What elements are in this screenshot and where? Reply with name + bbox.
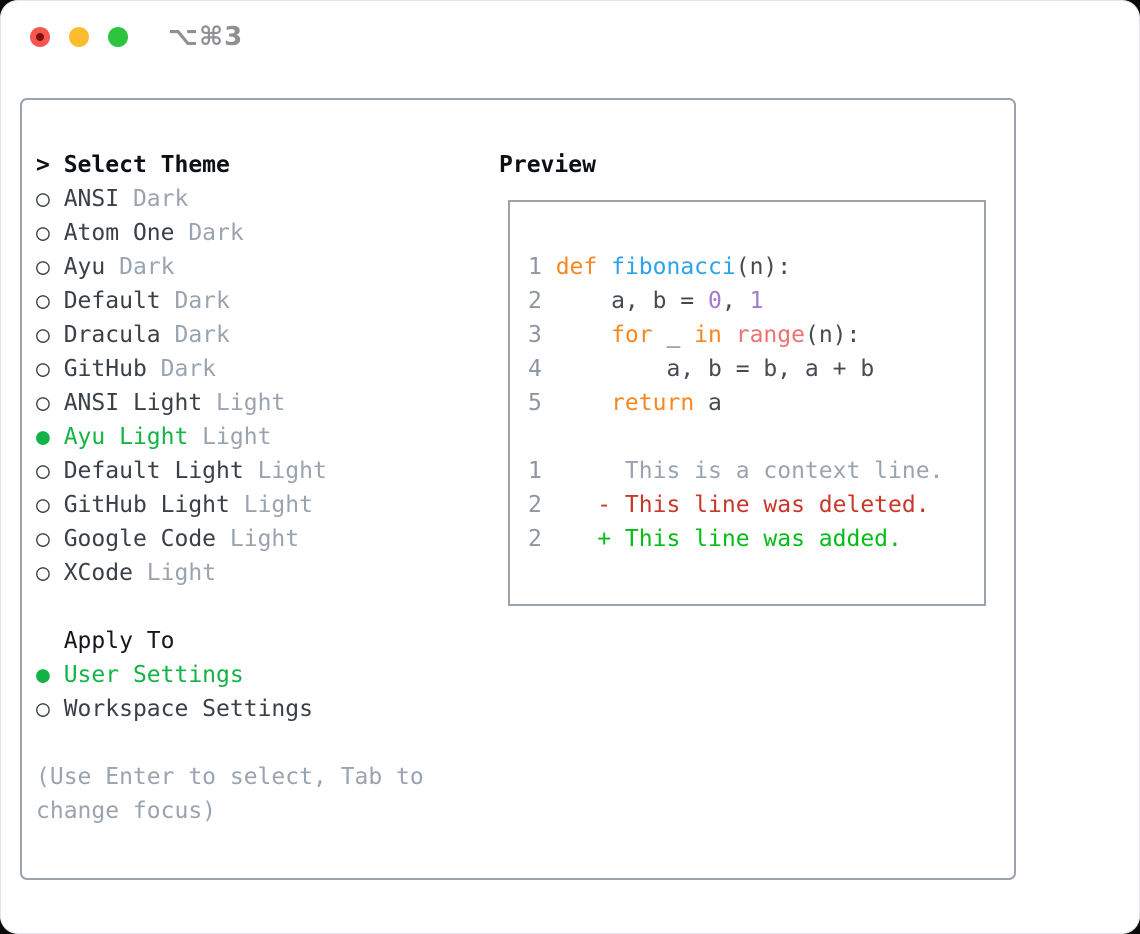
theme-name: Default Light (63, 458, 244, 484)
radio-icon: ○ (36, 696, 64, 722)
diff-line-added: 2 + This line was added. (528, 522, 984, 556)
theme-variant: Dark (160, 288, 230, 314)
hint-line: change focus) (36, 798, 217, 824)
theme-variant: Light (216, 526, 300, 552)
theme-name: GitHub Light (63, 492, 230, 518)
preview-header: Preview (499, 152, 596, 178)
line-number: 3 (528, 322, 542, 348)
apply-option-user-settings[interactable]: ● User Settings (36, 658, 424, 692)
theme-option-google-code[interactable]: ○ Google Code Light (36, 522, 424, 556)
theme-variant: Dark (105, 254, 175, 280)
theme-option-ansi-light[interactable]: ○ ANSI Light Light (36, 386, 424, 420)
theme-variant: Light (202, 390, 286, 416)
theme-option-ayu[interactable]: ○ Ayu Dark (36, 250, 424, 284)
blank-line (528, 420, 984, 454)
theme-name: Atom One (63, 220, 175, 246)
theme-option-default-light[interactable]: ○ Default Light Light (36, 454, 424, 488)
apply-to-options: ● User Settings○ Workspace Settings (36, 658, 424, 726)
theme-name: ANSI (63, 186, 120, 212)
cursor-arrow-icon: > (36, 152, 64, 178)
theme-name: Google Code (63, 526, 217, 552)
code-line: 5 return a (528, 386, 984, 420)
diff-preview: 1 This is a context line.2 - This line w… (528, 454, 984, 556)
code-line: 3 for _ in range(n): (528, 318, 984, 352)
line-number: 2 (528, 492, 542, 518)
line-number: 5 (528, 390, 542, 416)
theme-option-atom-one[interactable]: ○ Atom One Dark (36, 216, 424, 250)
theme-option-dracula[interactable]: ○ Dracula Dark (36, 318, 424, 352)
radio-selected-icon: ● (36, 662, 64, 688)
apply-option-label: User Settings (63, 662, 244, 688)
line-number: 4 (528, 356, 542, 382)
theme-variant: Light (188, 424, 272, 450)
theme-variant: Dark (160, 322, 230, 348)
theme-picker-column: > Select Theme ○ ANSI Dark○ Atom One Dar… (36, 148, 424, 828)
theme-variant: Dark (146, 356, 217, 382)
theme-picker-panel: > Select Theme ○ ANSI Dark○ Atom One Dar… (20, 98, 1016, 880)
code-line: 4 a, b = b, a + b (528, 352, 984, 386)
radio-icon: ○ (36, 288, 64, 314)
theme-option-github-light[interactable]: ○ GitHub Light Light (36, 488, 424, 522)
close-button-icon[interactable] (30, 27, 50, 47)
theme-variant: Light (243, 458, 327, 484)
close-dot-icon (36, 33, 44, 41)
theme-option-github[interactable]: ○ GitHub Dark (36, 352, 424, 386)
theme-option-ayu-light[interactable]: ● Ayu Light Light (36, 420, 424, 454)
window-title: ⌥⌘3 (168, 22, 244, 52)
zoom-button-icon[interactable] (108, 27, 128, 47)
radio-icon: ○ (36, 356, 64, 382)
theme-name: Dracula (63, 322, 161, 348)
diff-line-removed: 2 - This line was deleted. (528, 488, 984, 522)
select-theme-header: > Select Theme (36, 152, 230, 178)
apply-option-label: Workspace Settings (63, 696, 313, 722)
hint-line: (Use Enter to select, Tab to (36, 764, 424, 790)
apply-to-section: Apply To ● User Settings○ Workspace Sett… (36, 624, 424, 726)
line-number: 2 (528, 288, 542, 314)
theme-name: GitHub (63, 356, 147, 382)
theme-option-default[interactable]: ○ Default Dark (36, 284, 424, 318)
radio-icon: ○ (36, 458, 64, 484)
radio-icon: ○ (36, 254, 64, 280)
apply-to-header: Apply To (63, 628, 175, 654)
apply-option-workspace-settings[interactable]: ○ Workspace Settings (36, 692, 424, 726)
theme-option-xcode[interactable]: ○ XCode Light (36, 556, 424, 590)
theme-name: Ayu (63, 254, 106, 280)
minimize-button-icon[interactable] (69, 27, 89, 47)
line-number: 1 (528, 254, 542, 280)
diff-line-context: 1 This is a context line. (528, 454, 984, 488)
hint-text: (Use Enter to select, Tab to change focus… (36, 760, 424, 828)
theme-list: ○ ANSI Dark○ Atom One Dark○ Ayu Dark○ De… (36, 182, 424, 590)
theme-name: Default (63, 288, 161, 314)
theme-name: XCode (63, 560, 133, 586)
theme-variant: Dark (174, 220, 244, 246)
theme-variant: Light (132, 560, 217, 586)
radio-icon: ○ (36, 492, 64, 518)
radio-selected-icon: ● (36, 424, 64, 450)
radio-icon: ○ (36, 322, 64, 348)
theme-variant: Dark (119, 186, 189, 212)
title-bar: ⌥⌘3 (0, 0, 1140, 75)
theme-option-ansi[interactable]: ○ ANSI Dark (36, 182, 424, 216)
theme-variant: Light (229, 492, 313, 518)
radio-icon: ○ (36, 526, 64, 552)
radio-icon: ○ (36, 390, 64, 416)
line-number: 1 (528, 458, 542, 484)
radio-icon: ○ (36, 560, 64, 586)
code-line: 2 a, b = 0, 1 (528, 284, 984, 318)
radio-icon: ○ (36, 186, 64, 212)
theme-name: Ayu Light (63, 424, 189, 450)
radio-icon: ○ (36, 220, 64, 246)
line-number: 2 (528, 526, 542, 552)
theme-name: ANSI Light (63, 390, 203, 416)
